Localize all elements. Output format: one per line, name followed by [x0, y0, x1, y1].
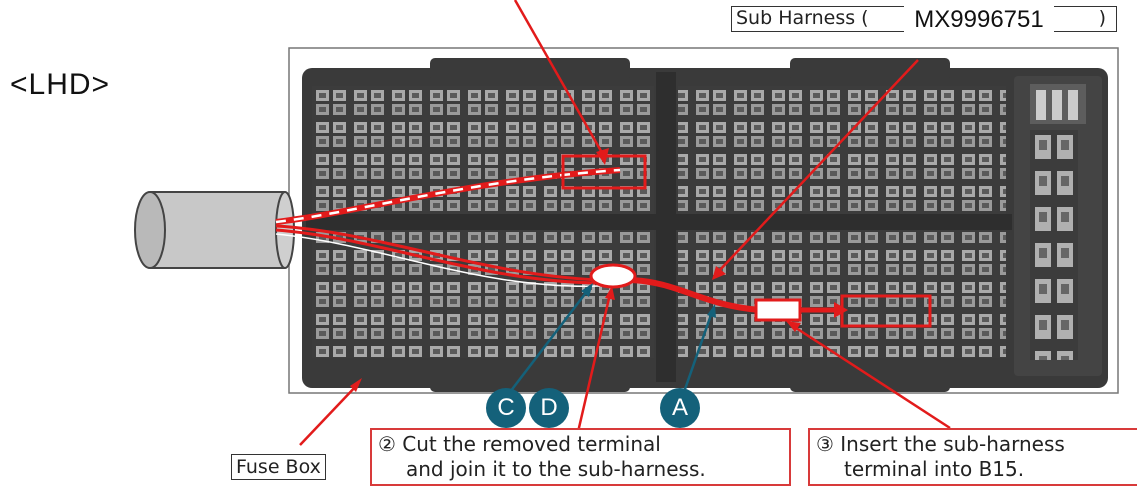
lhd-label: <LHD>	[10, 68, 111, 101]
housing-tab	[430, 372, 630, 392]
step3-line1: ③ Insert the sub-harness	[816, 432, 1065, 456]
fuse-cell-grid-top-left	[312, 86, 654, 214]
badge-a: A	[660, 388, 700, 428]
fuse-cell-grid-top-right	[678, 86, 1006, 214]
fuse-cell-grid-bottom-right	[678, 230, 1006, 358]
red-leader-arrows	[299, 0, 951, 446]
sub-harness-terminal	[754, 298, 802, 322]
housing-tab	[790, 372, 950, 392]
fuse-cell-grid-bottom-left	[312, 230, 654, 358]
fuse-box-label: Fuse Box	[231, 454, 326, 480]
housing-divider	[306, 214, 1012, 230]
badge-c: C	[486, 388, 526, 428]
housing-tab	[790, 58, 950, 80]
housing-tab	[430, 58, 630, 80]
sub-harness-prefix: Sub Harness (	[736, 7, 869, 29]
sub-harness-suffix: )	[1098, 7, 1106, 29]
step2-callout: ② Cut the removed terminal and join it t…	[370, 428, 791, 486]
step3-line2: terminal into B15.	[844, 457, 1025, 481]
step2-line2: and join it to the sub-harness.	[406, 457, 706, 481]
b15-target-box	[840, 294, 932, 328]
step3-callout: ③ Insert the sub-harness terminal into B…	[808, 428, 1137, 486]
teal-leader-lines	[509, 283, 716, 393]
part-number: MX9996751	[904, 0, 1054, 40]
harness-cylinder	[134, 191, 295, 269]
badge-d: D	[529, 388, 569, 428]
splice-joint	[589, 263, 637, 289]
relay-cell-grid	[1030, 130, 1078, 360]
step2-line1: ② Cut the removed terminal	[378, 432, 661, 456]
